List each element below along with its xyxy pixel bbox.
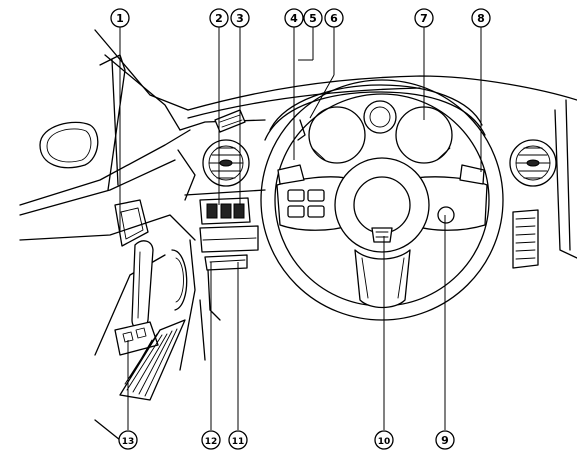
door-area xyxy=(19,29,196,441)
tachometer-gauge xyxy=(308,106,366,164)
callout-label: 13 xyxy=(122,437,135,447)
callout-label: 4 xyxy=(290,12,298,25)
callout-8: 8 xyxy=(471,8,491,28)
center-gauge xyxy=(363,100,397,134)
door-pocket xyxy=(119,319,186,401)
callout-5: 5 xyxy=(303,8,323,28)
armrest-handle xyxy=(131,240,154,330)
wiper-lever xyxy=(277,164,305,185)
dashboard-top xyxy=(177,75,577,259)
callout-label: 12 xyxy=(205,437,218,447)
callout-label: 2 xyxy=(215,12,223,25)
callout-label: 6 xyxy=(330,12,338,25)
horn-pad xyxy=(353,176,411,234)
callout-11: 11 xyxy=(228,430,248,450)
bottom-spoke xyxy=(354,249,411,309)
callout-13: 13 xyxy=(118,430,138,450)
power-window-switch xyxy=(114,321,159,356)
callout-label: 9 xyxy=(441,434,449,447)
callout-4: 4 xyxy=(284,8,304,28)
door-speaker xyxy=(171,249,188,311)
callout-2: 2 xyxy=(209,8,229,28)
callout-label: 1 xyxy=(116,12,124,25)
callout-7: 7 xyxy=(414,8,434,28)
callout-label: 5 xyxy=(309,12,317,25)
callout-9: 9 xyxy=(435,430,455,450)
window-sill xyxy=(19,129,191,206)
callout-10: 10 xyxy=(374,430,394,450)
light-lever xyxy=(459,164,485,185)
wheel-rim-outer xyxy=(260,79,504,321)
window-frame xyxy=(99,54,126,191)
side-vent-right xyxy=(512,209,539,269)
leader-lines xyxy=(119,27,482,430)
callout-label: 8 xyxy=(477,12,485,25)
callout-1: 1 xyxy=(110,8,130,28)
left-air-vent xyxy=(202,139,250,187)
callout-label: 3 xyxy=(236,12,244,25)
hood-release-lever xyxy=(204,254,248,271)
callout-label: 7 xyxy=(420,12,428,25)
callout-label: 10 xyxy=(378,437,391,447)
steering-wheel xyxy=(260,79,504,321)
ignition-switch xyxy=(371,227,393,243)
cruise-control-switch xyxy=(437,206,455,224)
right-air-vent xyxy=(509,139,557,187)
callout-label: 11 xyxy=(232,437,245,447)
right-spoke xyxy=(411,176,488,231)
callout-6: 6 xyxy=(324,8,344,28)
audio-control-buttons xyxy=(287,189,325,218)
lower-left-dash xyxy=(179,189,266,371)
a-pillar xyxy=(94,29,189,111)
callout-3: 3 xyxy=(230,8,250,28)
callout-12: 12 xyxy=(201,430,221,450)
